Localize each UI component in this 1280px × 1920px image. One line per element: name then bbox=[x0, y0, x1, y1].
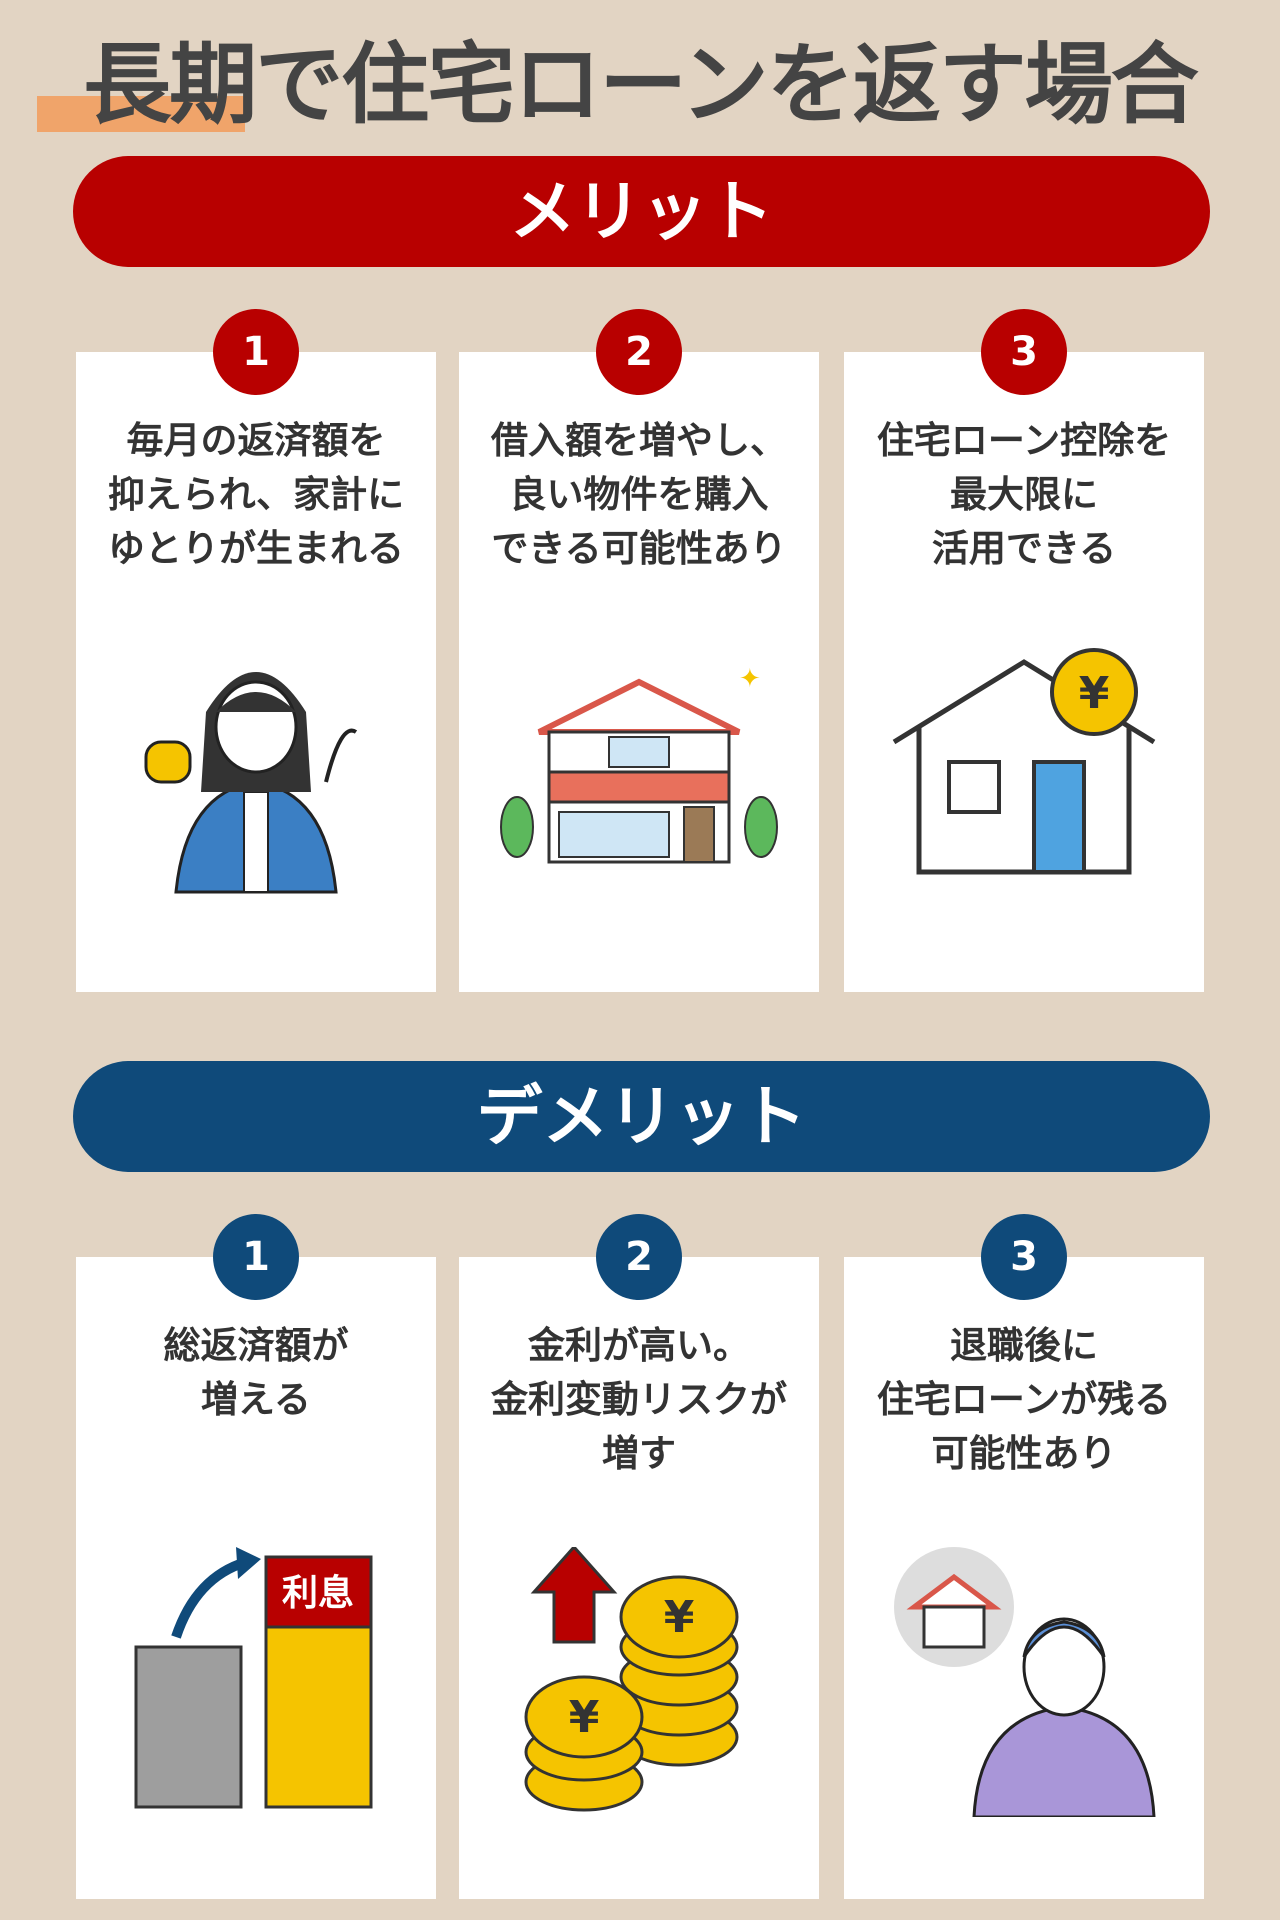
merit-card-2: 2 借入額を増やし、 良い物件を購入 できる可能性あり ✦ bbox=[459, 309, 819, 992]
svg-text:¥: ¥ bbox=[1079, 668, 1110, 719]
yen-coins-up-icon: ¥ ¥ bbox=[524, 1547, 739, 1812]
number-badge: 3 bbox=[981, 309, 1067, 395]
worried-man-icon bbox=[894, 1547, 1156, 1817]
house-yen-icon: ¥ bbox=[892, 648, 1156, 875]
svg-text:¥: ¥ bbox=[664, 1592, 695, 1643]
interest-label: 利息 bbox=[282, 1573, 354, 1614]
page-title: 長期で住宅ローンを返す場合 bbox=[83, 33, 1199, 136]
house-icon: ✦ bbox=[500, 664, 778, 864]
number-badge: 1 bbox=[213, 309, 299, 395]
demerit-card-2: 2 金利が高い。 金利変動リスクが 増す ¥ ¥ bbox=[459, 1214, 819, 1899]
number-badge: 2 bbox=[596, 309, 682, 395]
svg-text:✦: ✦ bbox=[739, 664, 761, 694]
bar-increase-icon: 利息 bbox=[134, 1547, 373, 1809]
svg-text:¥: ¥ bbox=[569, 1692, 600, 1743]
merit-header: メリット bbox=[73, 156, 1210, 267]
merit-card-3: 3 住宅ローン控除を 最大限に 活用できる ¥ bbox=[844, 309, 1204, 992]
card-text: 金利が高い。 金利変動リスクが 増す bbox=[491, 1324, 787, 1475]
card-text: 総返済額が 増える bbox=[163, 1324, 349, 1421]
number-badge: 1 bbox=[213, 1214, 299, 1300]
merit-card-1: 1 毎月の返済額を 抑えられ、家計に ゆとりが生まれる bbox=[76, 309, 436, 992]
card-text: 退職後に 住宅ローンが残る 可能性あり bbox=[876, 1324, 1172, 1475]
number-badge: 2 bbox=[596, 1214, 682, 1300]
card-text: 住宅ローン控除を 最大限に 活用できる bbox=[876, 419, 1172, 570]
demerit-header: デメリット bbox=[73, 1061, 1210, 1172]
demerit-card-3: 3 退職後に 住宅ローンが残る 可能性あり bbox=[844, 1214, 1204, 1899]
woman-with-purse-icon bbox=[144, 672, 358, 894]
title-highlight bbox=[37, 96, 245, 132]
number-badge: 3 bbox=[981, 1214, 1067, 1300]
card-text: 借入額を増やし、 良い物件を購入 できる可能性あり bbox=[491, 419, 787, 570]
card-text: 毎月の返済額を 抑えられ、家計に ゆとりが生まれる bbox=[107, 419, 405, 570]
demerit-card-1: 1 総返済額が 増える 利息 bbox=[76, 1214, 436, 1899]
